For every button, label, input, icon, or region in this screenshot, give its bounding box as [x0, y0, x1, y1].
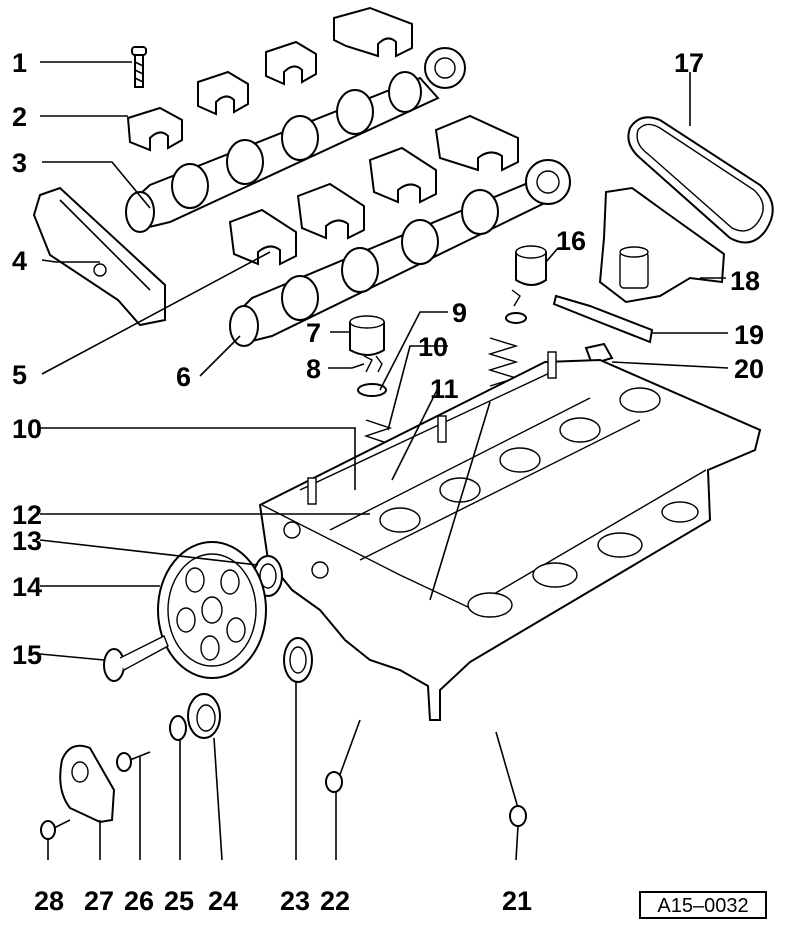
callout-12: 12 — [12, 500, 42, 530]
reference-code: A15–0032 — [639, 891, 767, 919]
callout-8: 8 — [306, 354, 321, 384]
callout-10-upper: 10 — [418, 332, 448, 362]
callout-13: 13 — [12, 526, 42, 556]
exploded-parts — [32, 6, 774, 840]
part-bearing-caps-lower — [228, 114, 519, 266]
part-camshaft-3 — [125, 47, 466, 233]
part-washer-25 — [169, 715, 187, 741]
callout-3: 3 — [12, 148, 27, 178]
callout-15: 15 — [12, 640, 42, 670]
callout-5: 5 — [12, 360, 27, 390]
callout-9: 9 — [452, 298, 467, 328]
part-bolt-15 — [103, 635, 169, 682]
part-bearing-bridge-4 — [32, 186, 166, 327]
callout-18: 18 — [730, 266, 760, 296]
reference-code-text: A15–0032 — [657, 895, 748, 917]
callout-19: 19 — [734, 320, 764, 350]
callout-11: 11 — [430, 374, 459, 404]
callout-20: 20 — [734, 354, 764, 384]
callout-7: 7 — [306, 318, 321, 348]
callout-28: 28 — [34, 886, 64, 916]
callout-26: 26 — [124, 886, 154, 916]
part-tappet-16 — [505, 245, 547, 324]
part-seal-23 — [283, 637, 313, 683]
part-sprocket-14 — [157, 541, 267, 679]
part-head-bolts — [325, 719, 527, 827]
callout-10-lower: 10 — [12, 414, 42, 444]
callout-24: 24 — [208, 886, 238, 916]
callout-21: 21 — [502, 886, 532, 916]
callout-1: 1 — [12, 48, 27, 78]
callout-22: 22 — [320, 886, 350, 916]
callout-4: 4 — [12, 246, 27, 276]
part-bearing-caps-upper — [197, 6, 413, 116]
part-tappet-7 — [349, 315, 385, 356]
part-screw-26 — [116, 751, 151, 772]
part-timing-chain-17 — [627, 116, 774, 244]
part-bolt-1 — [131, 46, 147, 88]
leader-lines — [39, 61, 729, 861]
part-housing-27 — [59, 744, 116, 824]
part-tensioner-18 — [598, 186, 726, 304]
part-gasket-19 — [552, 294, 654, 344]
reference-code-box — [639, 891, 767, 919]
callout-6: 6 — [176, 362, 191, 392]
callout-23: 23 — [280, 886, 310, 916]
callout-2: 2 — [12, 102, 27, 132]
part-collets-8 — [363, 355, 383, 373]
part-camshaft-6 — [229, 159, 571, 347]
callout-27: 27 — [84, 886, 114, 916]
part-cylinder-head — [258, 351, 762, 721]
part-retainer-9 — [357, 383, 387, 397]
part-bearing-cap-2 — [126, 106, 183, 152]
callout-14: 14 — [12, 572, 42, 602]
callout-17: 17 — [674, 48, 704, 78]
callout-16: 16 — [556, 226, 586, 256]
callout-labels: 1 2 3 4 5 6 7 8 9 10 10 11 12 13 14 15 1… — [12, 48, 764, 916]
part-seal-24 — [187, 693, 221, 739]
callout-25: 25 — [164, 886, 194, 916]
part-seal-20 — [584, 342, 614, 366]
part-bolt-28 — [40, 819, 71, 840]
